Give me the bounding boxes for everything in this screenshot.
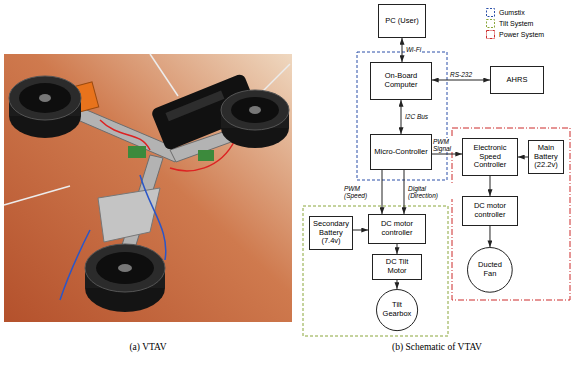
subfigure-caption: (b) Schematic of VTAV	[392, 342, 482, 352]
ducted-fan-picture	[9, 76, 81, 138]
box-text: Secondary Battery (7.4v)	[313, 220, 349, 246]
signal-label: PWM (Speed)	[343, 185, 379, 199]
fan-duct-rim	[9, 76, 81, 120]
legend-entry: Power System	[486, 30, 544, 39]
legend-text: Gumstix	[499, 9, 525, 17]
signal-label: PWM Signal	[432, 138, 462, 152]
fan-opening	[96, 252, 154, 284]
connector-arrow	[382, 170, 383, 214]
connector-arrow	[397, 244, 398, 254]
frame-bracket	[98, 188, 160, 242]
legend-swatch	[486, 8, 495, 17]
wire	[170, 140, 235, 171]
fan-duct-rim	[85, 244, 165, 292]
connector-arrow	[402, 38, 403, 62]
fan-hub	[249, 106, 261, 114]
circuit-board	[128, 146, 146, 158]
box-text: PC (User)	[385, 17, 418, 26]
component-circle: Ducted Fan	[467, 247, 513, 293]
component-box: DC motor controller	[462, 196, 518, 226]
box-text: Ducted Fan	[471, 261, 509, 278]
component-box: Electronic Speed Controller	[462, 138, 518, 176]
signal-label: Wi-Fi	[405, 46, 422, 53]
connector-arrow	[401, 100, 402, 134]
signal-label: Digital (Direction)	[407, 185, 453, 199]
legend-swatch-shape	[487, 20, 495, 28]
tether-cable	[150, 54, 178, 96]
wire	[100, 120, 150, 150]
fan-duct-rim	[221, 90, 289, 130]
box-text: Main Battery (22.2v)	[532, 144, 560, 170]
box-text: DC motor controller	[372, 220, 422, 237]
tether-cable	[4, 186, 70, 205]
legend-swatch	[486, 19, 495, 28]
component-box: Secondary Battery (7.4v)	[309, 216, 353, 250]
battery-strap	[165, 90, 224, 121]
connector-arrow	[432, 80, 490, 81]
component-box: Main Battery (22.2v)	[528, 140, 564, 174]
box-text: DC Tilt Motor	[376, 258, 418, 275]
circle-shape	[376, 289, 417, 330]
circle-shape	[468, 248, 513, 293]
tilt-system-outline	[303, 206, 448, 336]
fan-hub	[118, 264, 132, 272]
box-text: On-Board Computer	[374, 72, 428, 89]
component-box: On-Board Computer	[370, 62, 432, 100]
component-box: DC motor controller	[368, 214, 426, 244]
photo-background	[4, 54, 292, 322]
box-text: DC motor controller	[466, 202, 514, 219]
power-system-outline	[452, 128, 570, 300]
box-text: Electronic Speed Controller	[466, 144, 514, 170]
component-box: Micro-Controller	[370, 134, 432, 170]
fan-opening	[19, 83, 71, 113]
component-circle: Tilt Gearbox	[376, 289, 418, 331]
signal-label: RS-232	[449, 71, 473, 78]
circuit-board	[198, 150, 214, 161]
fan-hub	[39, 94, 51, 102]
connector-arrow	[489, 226, 490, 247]
connector-arrow	[396, 280, 397, 289]
connector-arrow	[518, 157, 528, 158]
legend-swatch-shape	[487, 31, 495, 39]
ducted-fan-picture	[221, 90, 289, 148]
legend-text: Tilt System	[499, 20, 533, 28]
component-box: PC (User)	[378, 4, 426, 38]
gumstix-outline	[357, 52, 447, 180]
box-text: AHRS	[507, 76, 528, 85]
legend-swatch-shape	[487, 9, 495, 17]
legend-text: Power System	[499, 31, 544, 39]
box-text: Tilt Gearbox	[380, 301, 414, 318]
component-box: AHRS	[490, 66, 544, 94]
ducted-fan-picture	[85, 244, 165, 312]
connector-arrow	[432, 154, 462, 155]
connector-arrow	[490, 176, 491, 196]
connector-arrow	[353, 230, 368, 231]
signal-label: I2C Bus	[404, 113, 429, 120]
subfigure-caption: (a) VTAV	[129, 342, 166, 352]
legend-entry: Tilt System	[486, 19, 533, 28]
component-box: DC Tilt Motor	[372, 254, 422, 280]
box-text: Micro-Controller	[374, 148, 427, 157]
legend-entry: Gumstix	[486, 8, 525, 17]
legend-swatch	[486, 30, 495, 39]
fan-opening	[231, 97, 279, 123]
connector-arrow	[404, 170, 405, 214]
